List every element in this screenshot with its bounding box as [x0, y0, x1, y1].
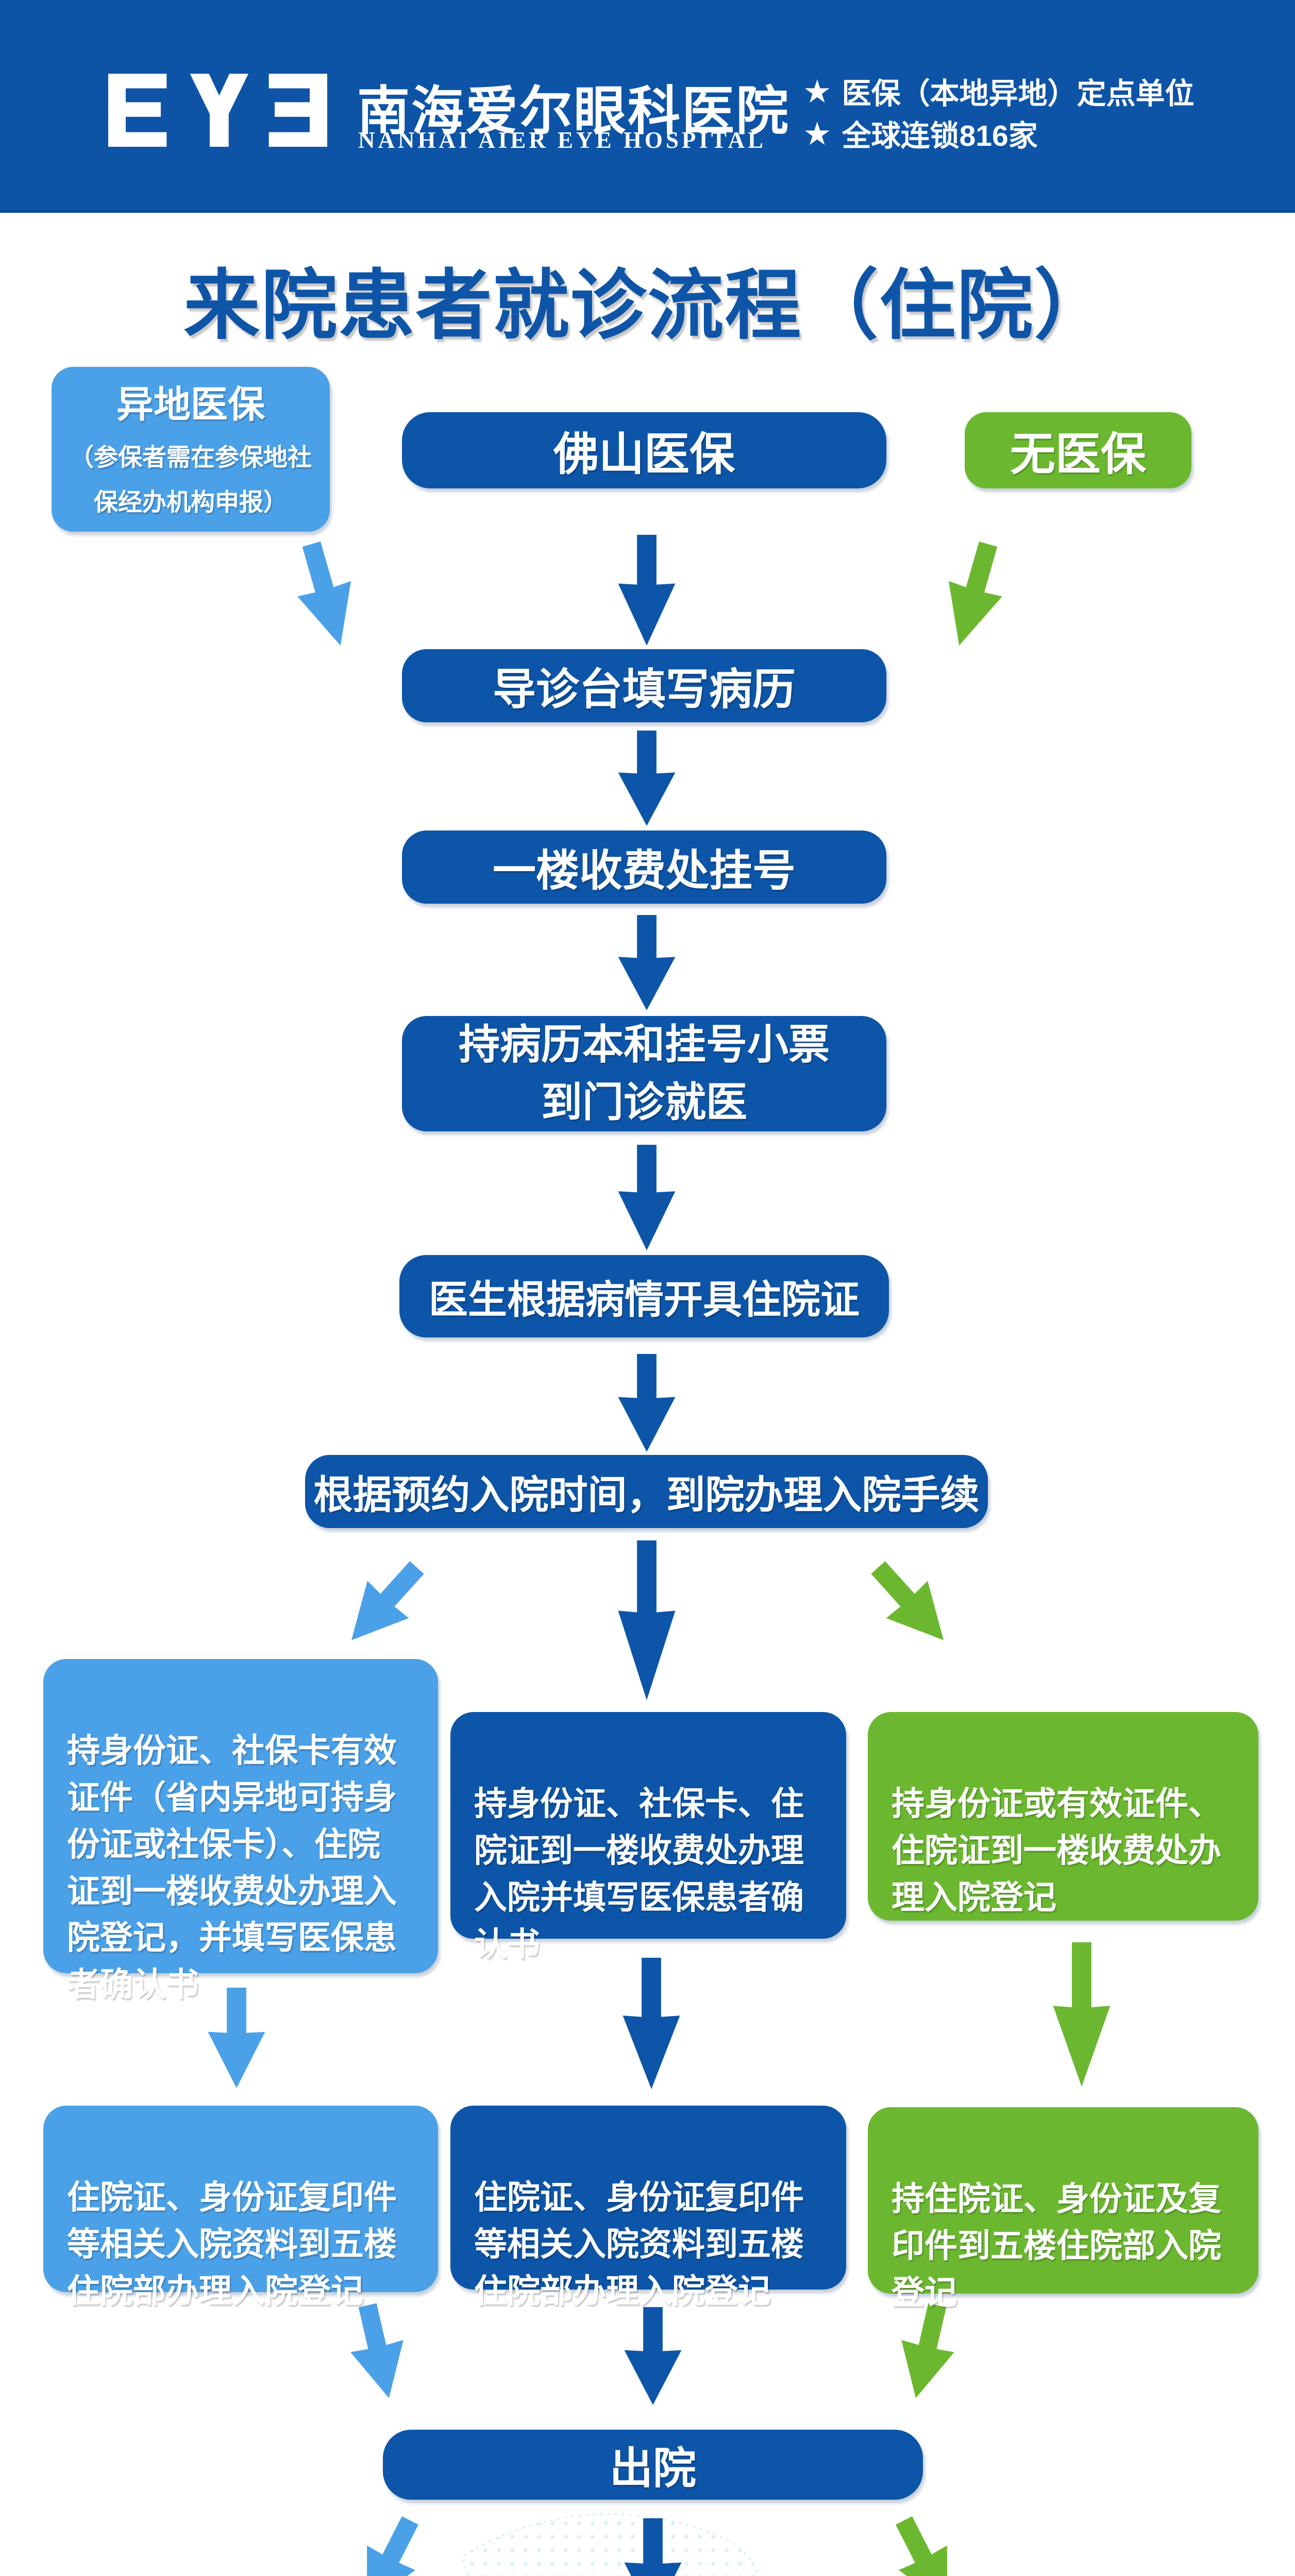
down-arrow-icon — [618, 915, 676, 1010]
down-arrow-icon — [1053, 1942, 1111, 2087]
step-appointment-label: 根据预约入院时间，到院办理入院手续 — [313, 1473, 980, 1517]
star-icon: ★ — [803, 116, 832, 152]
eye-logo-icon — [108, 74, 327, 147]
entry-foshan-label: 佛山医保 — [553, 428, 735, 480]
step-certificate-box: 医生根据病情开具住院证 — [399, 1255, 889, 1337]
hospital-name-en: NANHAI AIER EYE HOSPITAL — [358, 127, 767, 153]
ward-remote-text: 住院证、身份证复印件 等相关入院资料到五楼 住院部办理入院登记 — [67, 2178, 397, 2310]
admission-local-text: 持身份证、社保卡、住 院证到一楼收费处办理 入院并填写医保患者确 认书 — [474, 1785, 804, 1963]
discharge-label: 出院 — [609, 2444, 696, 2493]
down-arrow-icon — [618, 1540, 676, 1700]
down-arrow-icon — [624, 2307, 682, 2405]
discharge-box: 出院 — [383, 2430, 923, 2500]
admission-remote-box: 持身份证、社保卡有效 证件（省内异地可持身 份证或社保卡）、住院 证到一楼收费处… — [43, 1659, 438, 2003]
ward-none-text: 持住院证、身份证及复 印件到五楼住院部入院 登记 — [892, 2180, 1221, 2311]
entry-no-insurance-box: 无医保 — [965, 412, 1191, 488]
entry-no-insurance-label: 无医保 — [1010, 428, 1146, 480]
down-right-arrow-icon — [856, 1548, 966, 1660]
down-arrow-icon — [618, 1354, 676, 1452]
world-map-watermark — [463, 2513, 759, 2576]
admission-none-box: 持身份证或有效证件、 住院证到一楼收费处办 理入院登记 — [868, 1712, 1258, 1921]
step-outpatient-box: 持病历本和挂号小票 到门诊就医 — [402, 1016, 886, 1131]
down-arrow-icon — [623, 1958, 680, 2089]
down-left-arrow-icon — [931, 536, 1017, 654]
step-register-label: 一楼收费处挂号 — [492, 846, 796, 895]
step-register-box: 一楼收费处挂号 — [402, 831, 886, 904]
down-arrow-icon — [208, 1988, 265, 2088]
down-right-arrow-icon — [340, 2299, 417, 2404]
header: 南海爱尔眼科医院 NANHAI AIER EYE HOSPITAL ★ 医保（本… — [0, 0, 1295, 213]
hospital-name-zh: 南海爱尔眼科医院 — [357, 83, 790, 141]
page-title: 来院患者就诊流程（住院） — [183, 263, 1112, 348]
ward-local-text: 住院证、身份证复印件 等相关入院资料到五楼 住院部办理入院登记 — [474, 2178, 804, 2310]
ward-remote-box: 住院证、身份证复印件 等相关入院资料到五楼 住院部办理入院登记 — [43, 2106, 438, 2310]
admission-remote-text: 持身份证、社保卡有效 证件（省内异地可持身 份证或社保卡）、住院 证到一楼收费处… — [67, 1732, 397, 2004]
badge-medicare-label: 医保（本地异地）定点单位 — [842, 77, 1195, 110]
entry-remote-note: （参保者需在参保地社 保经办机构申报） — [70, 443, 312, 516]
entry-foshan-insurance-box: 佛山医保 — [402, 412, 886, 488]
entry-remote-title: 异地医保 — [116, 384, 265, 426]
down-right-arrow-icon — [283, 536, 369, 654]
down-arrow-icon — [618, 731, 676, 826]
admission-local-box: 持身份证、社保卡、住 院证到一楼收费处办理 入院并填写医保患者确 认书 — [450, 1712, 846, 1963]
badge-chain-label: 全球连锁816家 — [842, 120, 1038, 152]
down-arrow-icon — [618, 535, 676, 646]
admission-none-text: 持身份证或有效证件、 住院证到一楼收费处办 理入院登记 — [892, 1785, 1221, 1916]
badge-chain: ★ 全球连锁816家 — [803, 112, 1038, 155]
ward-none-box: 持住院证、身份证及复 印件到五楼住院部入院 登记 — [868, 2107, 1258, 2311]
step-triage-label: 导诊台填写病历 — [492, 665, 796, 714]
down-left-arrow-icon — [329, 1548, 439, 1660]
entry-remote-insurance-box: 异地医保 （参保者需在参保地社 保经办机构申报） — [52, 367, 330, 532]
badge-medicare: ★ 医保（本地异地）定点单位 — [803, 70, 1195, 112]
step-triage-box: 导诊台填写病历 — [402, 649, 886, 722]
step-outpatient-label: 持病历本和挂号小票 到门诊就医 — [459, 1022, 830, 1125]
step-certificate-label: 医生根据病情开具住院证 — [429, 1278, 860, 1322]
down-arrow-icon — [618, 1145, 676, 1250]
ward-local-box: 住院证、身份证复印件 等相关入院资料到五楼 住院部办理入院登记 — [450, 2106, 846, 2310]
star-icon: ★ — [803, 74, 832, 110]
step-appointment-box: 根据预约入院时间，到院办理入院手续 — [305, 1455, 988, 1528]
